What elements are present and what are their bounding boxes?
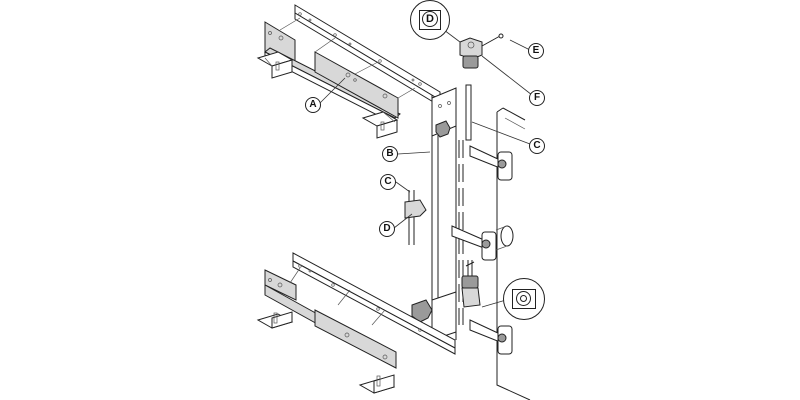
lower-left-bracket bbox=[256, 311, 294, 329]
upper-right-bracket bbox=[361, 111, 399, 139]
detail-view-bottom bbox=[503, 278, 545, 320]
callout-e: E bbox=[528, 43, 544, 59]
callout-a: A bbox=[305, 97, 321, 113]
callout-b: B bbox=[382, 146, 398, 162]
callout-c-left: C bbox=[380, 174, 396, 190]
cabinet-side-panel bbox=[496, 107, 531, 400]
upper-rail-assembly bbox=[256, 4, 441, 139]
hinge-middle bbox=[451, 225, 514, 267]
detail-view-top: D bbox=[410, 0, 450, 40]
callout-c-right: C bbox=[529, 138, 545, 154]
rod-end-cap bbox=[459, 37, 483, 69]
callout-d: D bbox=[379, 221, 395, 237]
lower-rail-assembly bbox=[256, 252, 456, 394]
callout-f: F bbox=[529, 90, 545, 106]
screw bbox=[481, 33, 504, 47]
detail-outer-ring bbox=[516, 291, 531, 306]
door-panel bbox=[411, 87, 457, 342]
detail-letter: D bbox=[422, 11, 438, 27]
leader-lines bbox=[319, 29, 533, 308]
hinge-bottom bbox=[469, 319, 513, 355]
rod-end-cap-lower bbox=[461, 260, 481, 308]
detail-inner-ring bbox=[520, 295, 527, 302]
rod-clip bbox=[404, 190, 427, 245]
upper-left-bracket bbox=[256, 51, 294, 79]
hinge-top bbox=[469, 145, 513, 181]
lower-right-bracket bbox=[358, 374, 396, 394]
